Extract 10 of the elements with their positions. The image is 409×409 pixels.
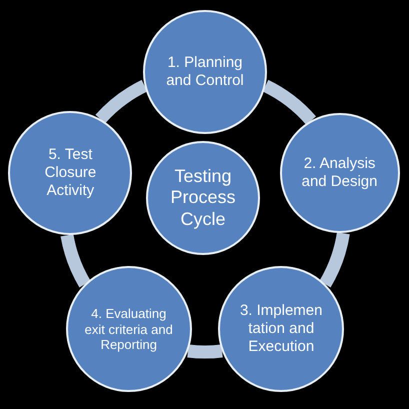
step-label: 5. Test Closure Activity bbox=[44, 146, 98, 200]
ring-connector bbox=[60, 234, 91, 288]
ring-connector bbox=[187, 344, 223, 359]
step-label: 1. Planning and Control bbox=[165, 54, 245, 90]
step-label: 3. Implemen tation and Execution bbox=[238, 302, 324, 356]
step-label: 2. Analysis and Design bbox=[300, 155, 378, 192]
ring-connector bbox=[319, 232, 350, 288]
step-label: 4. Evaluating exit criteria and Reporting bbox=[84, 306, 174, 353]
ring-connector bbox=[262, 80, 316, 126]
step-label: Testing Process Cycle bbox=[169, 166, 237, 230]
